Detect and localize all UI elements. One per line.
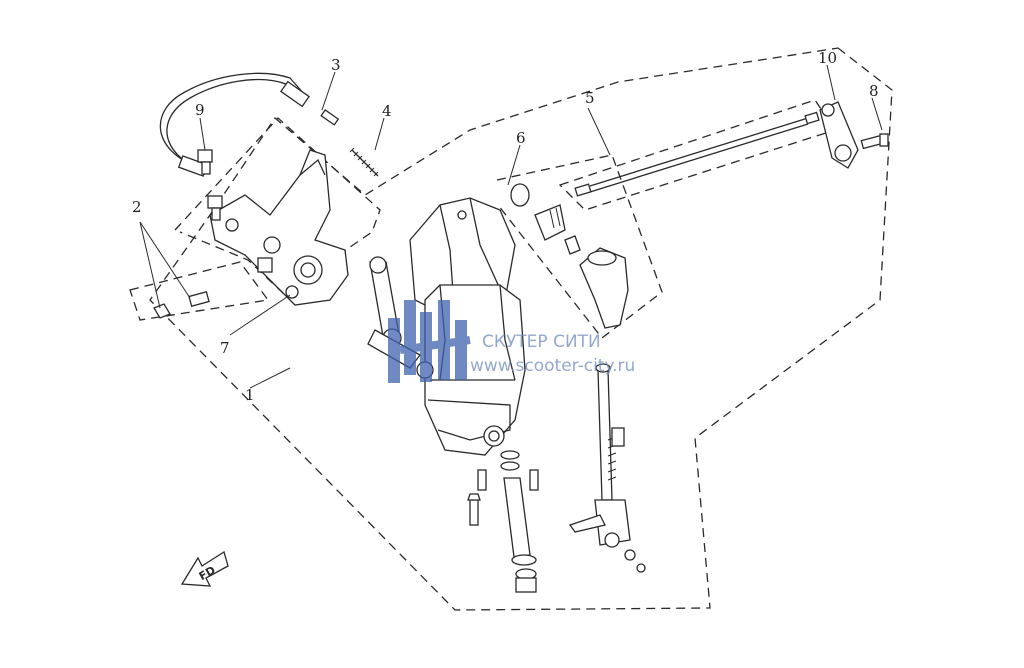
cable-end-fitting [280,80,310,108]
callout-4: 4 [382,102,392,120]
bolt-part-8 [860,133,889,150]
spring-part-4 [349,147,379,177]
callout-9: 9 [195,101,205,119]
studs [467,469,539,526]
callout-3: 3 [331,56,341,74]
shift-arm [819,101,859,169]
watermark: СКУТЕР СИТИ www.scooter-city.ru [388,300,635,383]
callout-6: 6 [516,129,526,147]
cable-nipple [320,109,340,126]
bolt-group-boundary [129,261,270,321]
watermark-title: СКУТЕР СИТИ [482,332,601,352]
lever-subassembly-boundary [496,154,663,339]
watermark-url: www.scooter-city.ru [470,356,635,376]
callout-5: 5 [585,89,595,107]
bolt-part-2 [153,257,273,319]
rod-group-boundary [558,99,837,211]
clutch-cable [159,72,306,169]
leader-lines [139,64,883,389]
callout-10: 10 [818,49,837,67]
callout-2: 2 [132,198,142,216]
bolt-part-9 [197,149,223,221]
assembly-boundary [149,47,893,611]
tube-and-rings [500,450,537,593]
callout-7: 7 [220,339,230,357]
pedal-subassembly-boundary [174,117,381,294]
watermark-logo-icon [388,300,471,383]
pedal-bracket [209,149,349,306]
shift-rod [574,111,820,197]
gear-knob [510,183,629,329]
callout-1: 1 [245,386,255,404]
gear-lever-shaft [568,363,646,573]
callout-8: 8 [869,82,879,100]
direction-arrow-icon: FD [180,550,229,587]
